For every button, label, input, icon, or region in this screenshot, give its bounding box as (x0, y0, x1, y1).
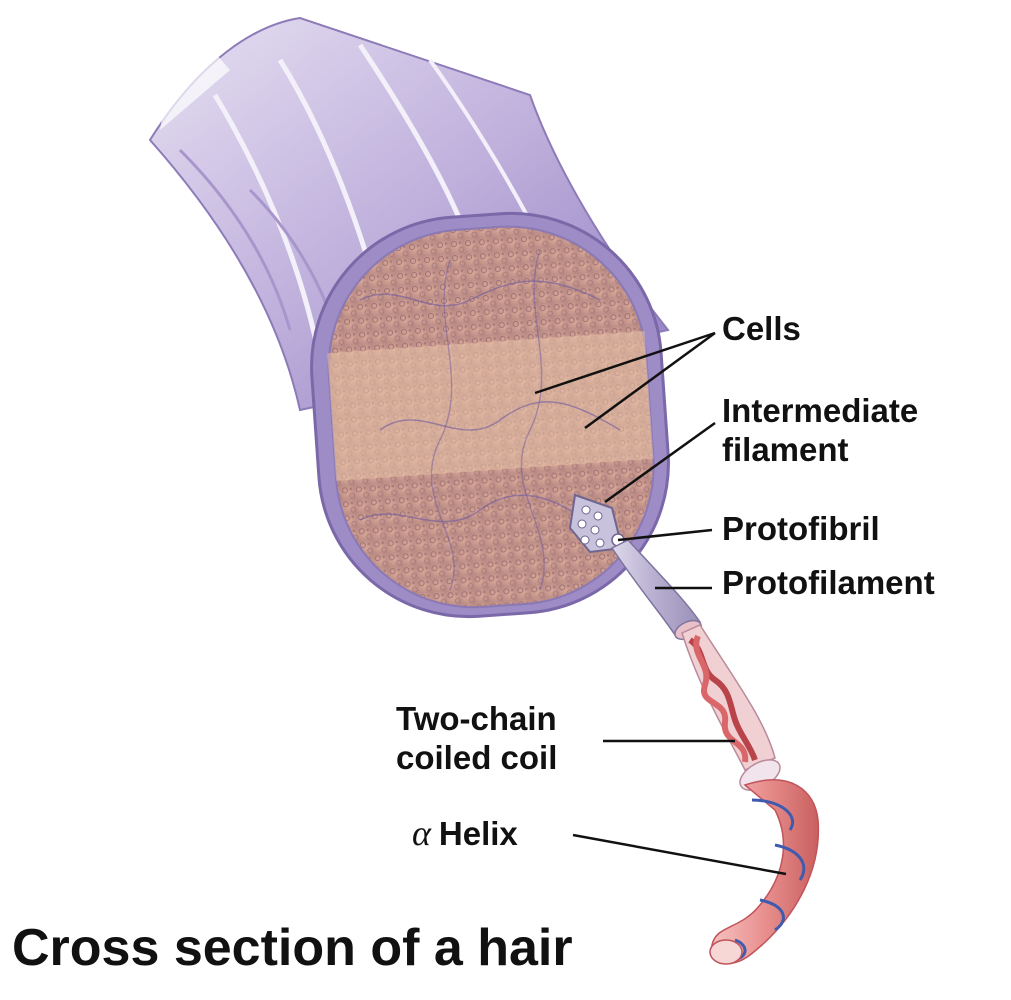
label-intermediate-filament-line2: filament (722, 430, 849, 468)
label-intermediate-filament-line1: Intermediate (722, 392, 919, 429)
label-alpha-helix-text: Helix (438, 815, 518, 852)
alpha-helix-leader (572, 833, 787, 876)
label-cells: Cells (722, 310, 801, 349)
label-protofilament: Protofilament (722, 564, 935, 603)
intermediate-filament-plug (568, 493, 625, 554)
label-cells-text: Cells (722, 310, 801, 347)
diagram-title: Cross section of a hair (12, 919, 573, 977)
label-coiled-coil-line1: Two-chain (396, 700, 557, 737)
intermediate-filament-leader (604, 421, 716, 504)
label-protofilament-text: Protofilament (722, 564, 935, 601)
label-coiled-coil-line2: coiled coil (396, 738, 558, 776)
cells-leader-1 (534, 331, 716, 395)
label-coiled-coil: Two-chain coiled coil (396, 700, 557, 778)
coiled-coil (681, 624, 781, 791)
alpha-helix (709, 779, 820, 965)
label-intermediate-filament: Intermediate filament (722, 392, 918, 470)
label-protofibril-text: Protofibril (722, 510, 880, 547)
cells-leader-2 (584, 331, 716, 430)
protofibril-leader (617, 528, 713, 542)
alpha-symbol: α (412, 813, 431, 853)
label-protofibril: Protofibril (722, 510, 880, 549)
leader-lines (534, 331, 787, 876)
